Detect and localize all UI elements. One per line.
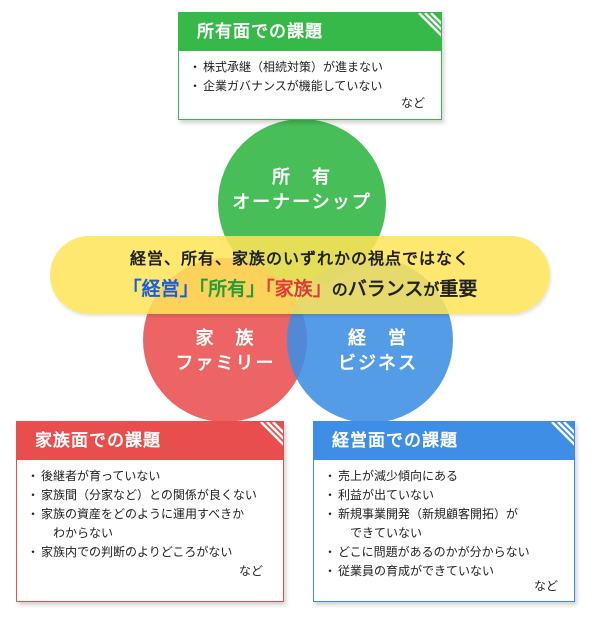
list-item-line2: できていない [350,526,423,540]
ownership-etc: など [400,96,425,110]
keyword-ownership: 「所有」 [198,278,266,300]
banner-particle-ga: が [423,280,440,299]
business-etc: など [533,579,558,593]
list-item: 家族内での判断のよりどころがない [27,543,273,562]
ownership-circle-label: 所 有 オーナーシップ [218,165,386,215]
list-item: 従業員の育成ができていない [324,562,564,581]
business-circle-label-line2: ビジネス [338,353,418,374]
corner-stripes-icon [411,13,441,43]
family-issues-title: 家族面での課題 [17,422,283,460]
ownership-circle-label-line2: オーナーシップ [232,192,372,213]
list-item: どこに問題があるのかが分からない [324,543,564,562]
business-issues-box: 経営面での課題 売上が減少傾向にある 利益が出ていない 新規事業開発（新規顧客開… [313,421,575,602]
banner-important: 重要 [439,278,478,300]
list-item: 新規事業開発（新規顧客開拓）が できていない [324,505,564,543]
keyword-family: 「家族」 [265,278,332,300]
family-issues-box: 家族面での課題 後継者が育っていない 家族間（分家など）との関係が良くない 家族… [16,421,284,602]
keyword-business: 「経営」 [122,278,199,300]
ownership-issues-box: 所有面での課題 株式承継（相続対策）が進まない 企業ガバナンスが機能していない … [178,12,442,120]
ownership-issues-list: 株式承継（相続対策）が進まない 企業ガバナンスが機能していない [189,58,431,96]
list-item-line2: わからない [53,526,114,540]
business-circle-label: 経 営 ビジネス [318,326,438,376]
list-item: 家族間（分家など）との関係が良くない [27,486,273,505]
family-issues-list: 後継者が育っていない 家族間（分家など）との関係が良くない 家族の資産をどのよう… [27,467,273,562]
banner-line2: 「経営」「所有」「家族」のバランスが重要 [50,274,550,301]
ownership-issues-title-text: 所有面での課題 [197,22,323,42]
banner-particle-no: の [331,280,348,299]
business-issues-title: 経営面での課題 [314,422,574,460]
business-circle-label-line1: 経 営 [348,328,408,349]
family-circle-label-line2: ファミリー [175,353,276,374]
list-item: 後継者が育っていない [27,467,273,486]
banner-line1: 経営、所有、家族のいずれかの視点ではなく [129,249,470,268]
list-item-line1: 新規事業開発（新規顧客開拓）が [338,507,519,521]
business-issues-list: 売上が減少傾向にある 利益が出ていない 新規事業開発（新規顧客開拓）が できてい… [324,467,564,581]
ownership-circle-label-line1: 所 有 [272,167,332,188]
banner-balance: バランス [347,278,424,300]
corner-stripes-icon [253,422,283,452]
corner-stripes-icon [544,422,574,452]
list-item: 企業ガバナンスが機能していない [189,77,431,96]
list-item: 売上が減少傾向にある [324,467,564,486]
family-issues-title-text: 家族面での課題 [35,431,161,451]
ownership-issues-title: 所有面での課題 [179,13,441,51]
list-item: 株式承継（相続対策）が進まない [189,58,431,77]
list-item-line1: 家族の資産をどのように運用すべきか [41,507,245,521]
balance-banner: 経営、所有、家族のいずれかの視点ではなく 「経営」「所有」「家族」のバランスが重… [50,236,550,314]
family-circle-label-line1: 家 族 [195,328,256,349]
family-circle-label: 家 族 ファミリー [158,326,293,376]
family-etc: など [238,564,263,578]
list-item: 利益が出ていない [324,486,564,505]
business-issues-title-text: 経営面での課題 [332,431,458,451]
list-item: 家族の資産をどのように運用すべきか わからない [27,505,273,543]
